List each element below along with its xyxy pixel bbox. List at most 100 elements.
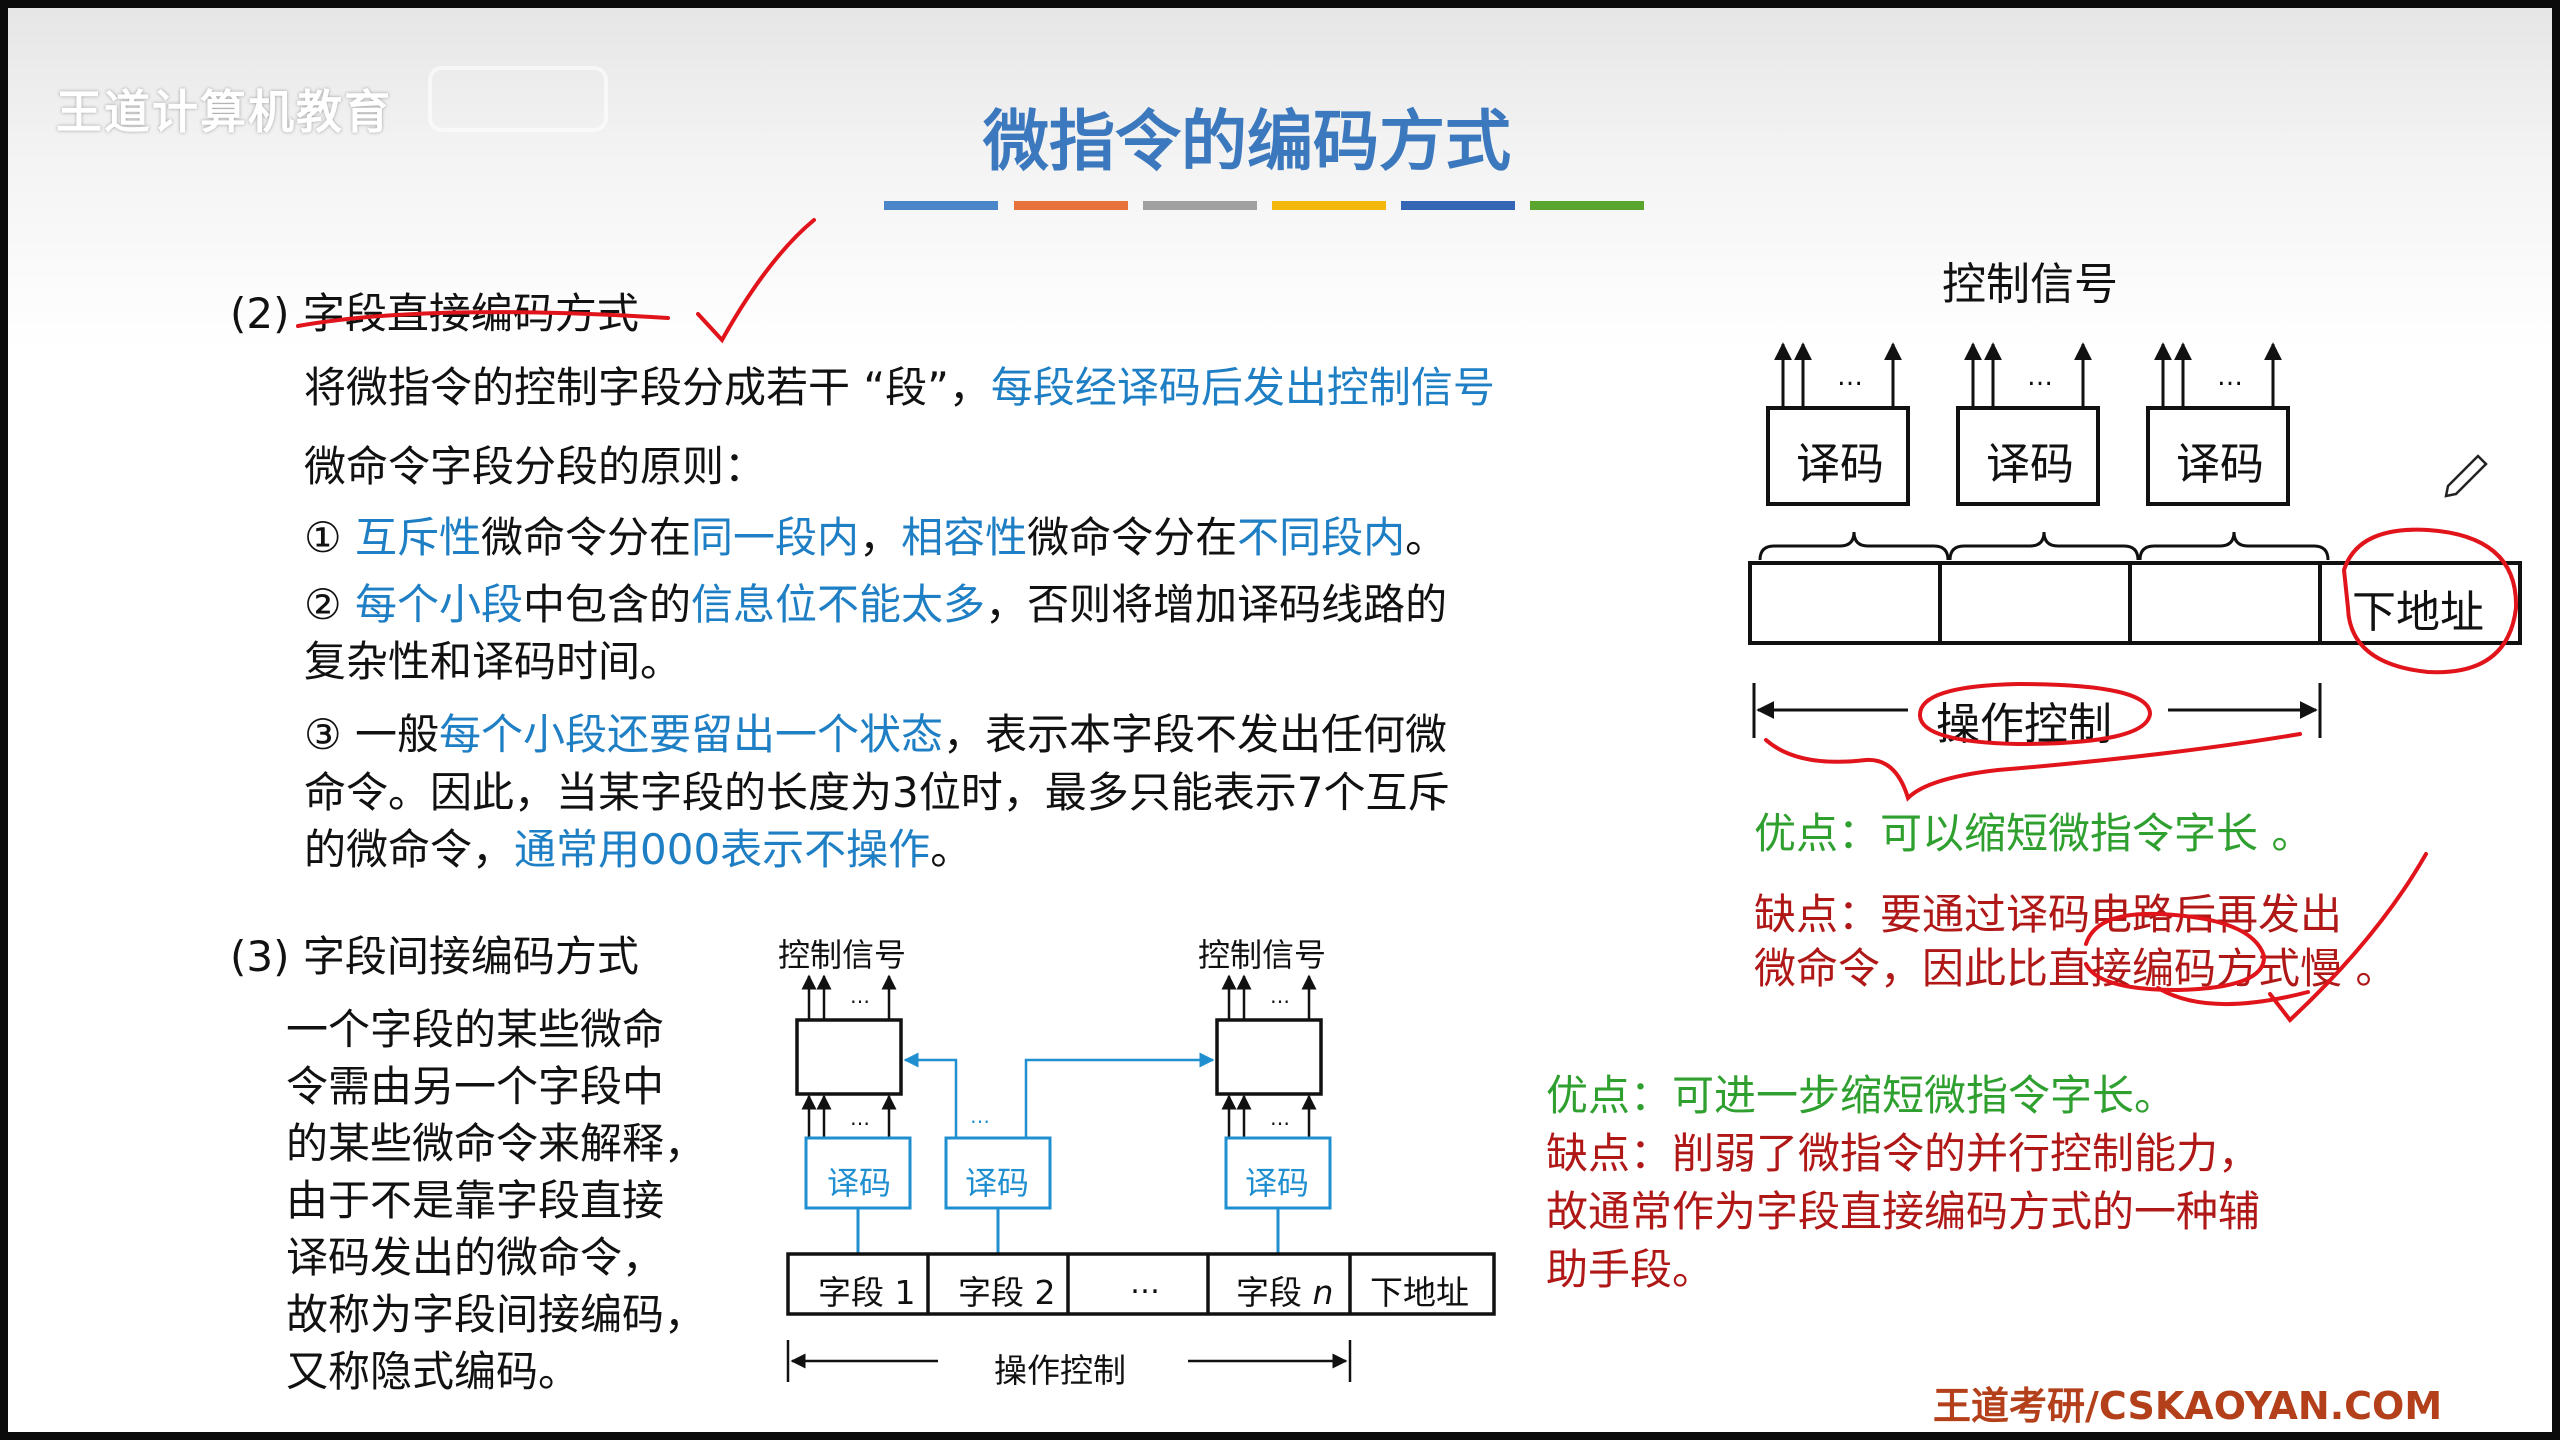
title-bar-5 xyxy=(1401,201,1515,210)
right-ellipsis-2: … xyxy=(2027,362,2053,392)
p2-d: ，否则将增加译码线路的 xyxy=(985,580,1448,629)
p1-d: ， xyxy=(859,513,902,562)
right-decoder-3: 译码 xyxy=(2176,439,2264,490)
right-next-address: 下地址 xyxy=(2352,587,2484,638)
bottom-ellipsis-4: … xyxy=(1270,1106,1290,1130)
section3-advantage: 优点：可进一步缩短微指令字长。 xyxy=(1546,1071,2177,1120)
bottom-next-address: 下地址 xyxy=(1370,1273,1469,1312)
bottom-ellipsis-1: … xyxy=(850,984,870,1008)
principle-1: ① 互斥性微命令分在同一段内，相容性微命令分在不同段内。 xyxy=(304,504,1447,565)
right-decoders xyxy=(1766,406,2290,506)
title-bar-1 xyxy=(884,201,998,210)
right-ctrl-signal: 控制信号 xyxy=(1942,259,2118,310)
bottom-op-control-span xyxy=(786,1340,1352,1382)
p2-a: 每个小段 xyxy=(355,580,524,629)
principle-3-cont2: 的微命令，通常用000表示不操作。 xyxy=(304,816,972,877)
slide: 王道计算机教育 微指令的编码方式 (2) 字段直接编码方式 将微指令的控制字段分… xyxy=(8,8,2552,1432)
principle-2: ② 每个小段中包含的信息位不能太多，否则将增加译码线路的 xyxy=(304,571,1447,632)
bottom-indirect-links xyxy=(903,1052,1215,1138)
right-decoder-2: 译码 xyxy=(1986,439,2074,490)
pencil-icon xyxy=(2444,454,2488,498)
section3-disadvantage-2: 故通常作为字段直接编码方式的一种辅 xyxy=(1546,1187,2261,1236)
right-advantage: 优点：可以缩短微指令字长 。 xyxy=(1754,809,2314,858)
p1-a: 互斥性 xyxy=(355,513,482,562)
section2-line1: 将微指令的控制字段分成若干 “段”，每段经译码后发出控制信号 xyxy=(304,354,1495,415)
bottom-ellipsis-5: … xyxy=(970,1104,990,1128)
right-output-arrows xyxy=(1774,342,2282,408)
section3-body-7: 又称隐式编码。 xyxy=(286,1347,581,1396)
p2-c: 信息位不能太多 xyxy=(691,580,986,629)
p3-g: 。 xyxy=(930,825,973,874)
heading-underline xyxy=(296,310,670,328)
principles-title: 微命令字段分段的原则： xyxy=(304,442,767,491)
watermark: 王道计算机教育 xyxy=(56,85,392,139)
op-control-underline xyxy=(1764,732,2302,802)
p1-b: 微命令分在 xyxy=(481,513,692,562)
field-n-label: 字段 xyxy=(1236,1273,1302,1312)
check-mark-1 xyxy=(696,218,816,344)
p1-h: 。 xyxy=(1405,513,1448,562)
bottom-decoder-inputs xyxy=(856,1208,1280,1254)
p2-num: ② xyxy=(304,580,342,629)
bottom-field-2: 字段 2 xyxy=(958,1273,1056,1312)
bottom-ellipsis-3: … xyxy=(1270,984,1290,1008)
bottom-decoder-3: 译码 xyxy=(1245,1164,1310,1202)
bottom-field-n: 字段 n xyxy=(1236,1266,1333,1314)
bottom-decoder-1: 译码 xyxy=(827,1164,892,1202)
bottom-upper-boxes xyxy=(795,1018,1323,1096)
right-decoder-1: 译码 xyxy=(1796,439,1884,490)
circle-next-address xyxy=(2341,527,2519,675)
p3-f: 通常用000表示不操作 xyxy=(514,825,931,874)
bottom-decoder-2: 译码 xyxy=(965,1164,1030,1202)
line1-part-b: 每段经译码后发出控制信号 xyxy=(990,363,1495,412)
diagram-canvas xyxy=(296,218,2522,1382)
principle-2-cont: 复杂性和译码时间。 xyxy=(304,637,683,686)
section3-disadvantage-3: 助手段。 xyxy=(1546,1245,1715,1294)
p1-f: 微命令分在 xyxy=(1027,513,1238,562)
right-braces xyxy=(1758,531,2330,561)
bilibili-logo xyxy=(428,66,608,132)
section3-heading: (3) 字段间接编码方式 xyxy=(230,932,639,981)
title-bar-2 xyxy=(1014,201,1128,210)
p3-e: 的微命令， xyxy=(304,825,515,874)
bottom-decoders xyxy=(804,1136,1332,1210)
p3-b: 每个小段还要留出一个状态 xyxy=(439,710,944,759)
bottom-ctrl-signal-2: 控制信号 xyxy=(1198,936,1327,974)
p3-c: ，表示本字段不发出任何微 xyxy=(943,710,1448,759)
red-annotations xyxy=(296,218,2519,1023)
strike-diagram xyxy=(2156,986,2310,1007)
section3-disadvantage-1: 缺点：削弱了微指令的并行控制能力， xyxy=(1546,1129,2261,1178)
right-microinstruction-fields xyxy=(1748,561,2522,645)
field-n-var: n xyxy=(1312,1273,1334,1312)
bottom-microinstruction-fields xyxy=(786,1252,1496,1316)
bottom-ctrl-signal-1: 控制信号 xyxy=(778,936,907,974)
bottom-field-ellipsis: … xyxy=(1130,1266,1160,1301)
right-disadvantage-2: 微命令，因此比直接编码方式慢 。 xyxy=(1754,944,2398,993)
p1-g: 不同段内 xyxy=(1237,513,1406,562)
p3-a: 一般 xyxy=(355,710,440,759)
p1-e: 相容性 xyxy=(901,513,1028,562)
bottom-ctrl-arrows xyxy=(801,974,1317,1138)
principle-3-cont1: 命令。因此，当某字段的长度为3位时，最多只能表示7个互斥 xyxy=(304,768,1450,817)
bottom-ellipsis-2: … xyxy=(850,1106,870,1130)
section3-body-4: 由于不是靠字段直接 xyxy=(286,1176,665,1225)
right-ellipsis-1: … xyxy=(1837,362,1863,392)
p1-num: ① xyxy=(304,513,342,562)
p2-b: 中包含的 xyxy=(523,580,692,629)
circle-direct-encoding xyxy=(2084,911,2267,993)
circle-op-control xyxy=(1918,681,2153,747)
right-op-control-span xyxy=(1752,683,2322,738)
section3-body-2: 令需由另一个字段中 xyxy=(286,1062,665,1111)
bottom-op-control: 操作控制 xyxy=(994,1351,1126,1390)
check-mark-2 xyxy=(2268,852,2428,1023)
slide-title: 微指令的编码方式 xyxy=(983,103,1511,180)
right-ellipsis-3: … xyxy=(2217,362,2243,392)
line1-part-a: 将微指令的控制字段分成若干 “段”， xyxy=(304,363,991,412)
section3-body-3: 的某些微命令来解释， xyxy=(286,1119,707,1168)
bottom-field-1: 字段 1 xyxy=(818,1273,916,1312)
title-bar-3 xyxy=(1143,201,1257,210)
footer-brand: 王道考研/CSKAOYAN.COM xyxy=(1933,1384,2443,1428)
p1-c: 同一段内 xyxy=(691,513,860,562)
title-bar-6 xyxy=(1530,201,1644,210)
section3-body-1: 一个字段的某些微命 xyxy=(286,1005,665,1054)
